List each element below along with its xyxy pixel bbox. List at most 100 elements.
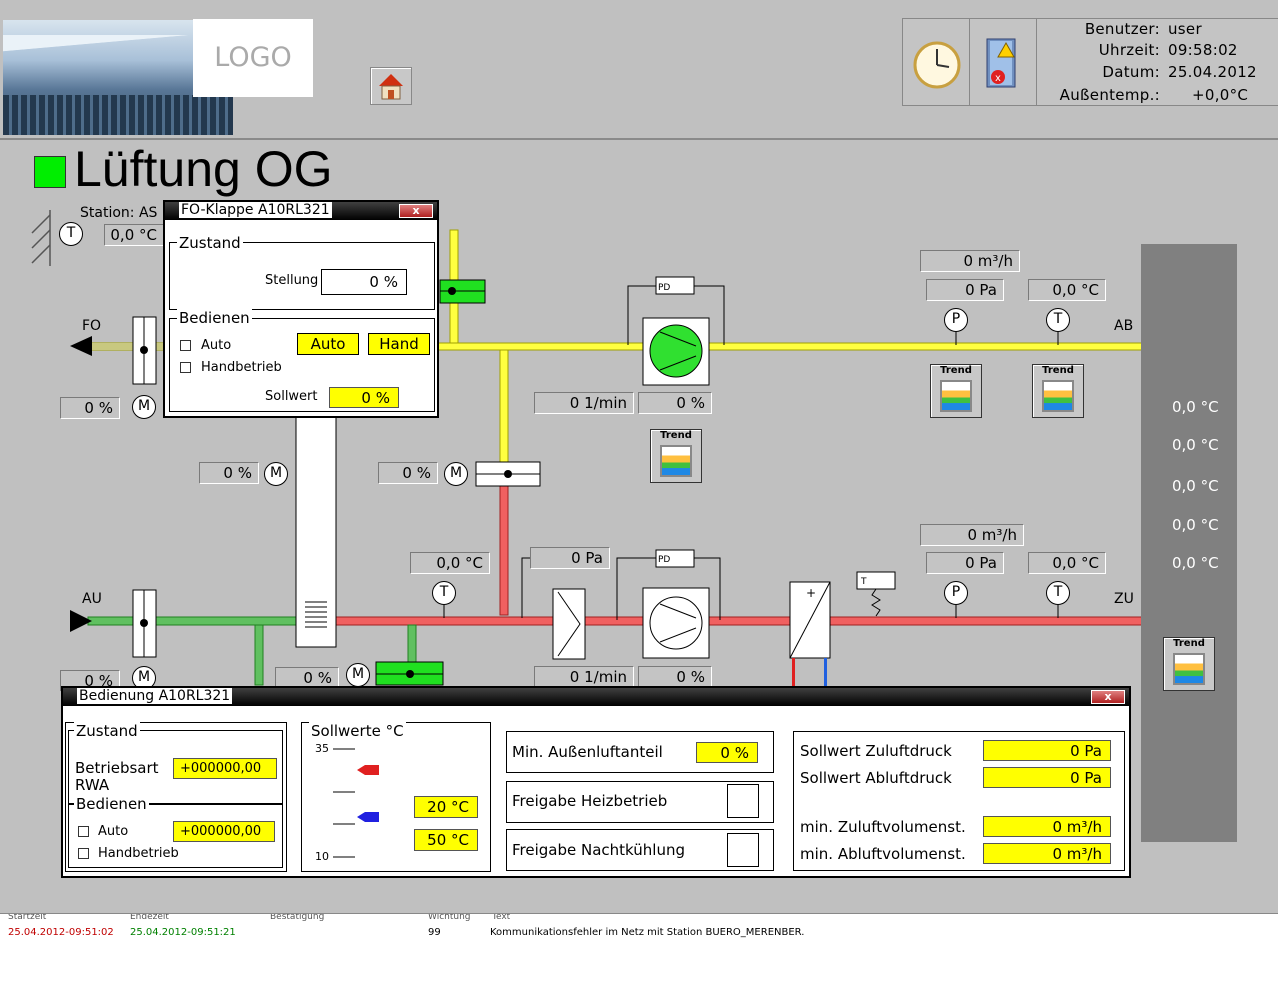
clock-icon — [913, 41, 961, 89]
bedienen-group — [68, 804, 283, 868]
side-temp-5: 0,0 °C — [1172, 554, 1219, 572]
min-ab-input[interactable]: 0 m³/h — [983, 843, 1111, 864]
handbetrieb-checkbox[interactable] — [180, 362, 191, 373]
temp-sensor-fo[interactable]: T — [59, 222, 83, 246]
ab-label: AB — [1114, 318, 1134, 334]
header-bar: LOGO x Benutzer: user Uhrzeit: 09:58:02 … — [0, 0, 1278, 140]
au-damper — [132, 589, 157, 658]
outside-air-duct — [87, 616, 299, 626]
zustand-group — [169, 242, 435, 310]
exhaust-fan-icon — [649, 324, 703, 378]
date-label: Datum: — [1102, 63, 1160, 81]
setpoint-1-input[interactable]: 20 °C — [414, 796, 478, 818]
side-temp-3: 0,0 °C — [1172, 477, 1219, 495]
fo-damper-value: 0 % — [60, 397, 120, 419]
sollwerte-label: Sollwerte °C — [309, 722, 406, 740]
alarm-list: Startzeit Endezeit Bestätigung Wichtung … — [0, 913, 1278, 990]
rwa-label: RWA — [75, 776, 110, 794]
zu-label: ZU — [1114, 591, 1134, 607]
svg-text:+: + — [806, 586, 816, 600]
schematic-diagram: PD PD + T — [31, 210, 1237, 842]
ab-fan-pct-value: 0 % — [638, 392, 712, 414]
recirc-duct-bottom — [499, 484, 509, 616]
min-zu-label: min. Zuluftvolumenst. — [800, 818, 966, 836]
auto-label: Auto — [98, 824, 129, 839]
fo-arrow — [70, 336, 92, 356]
auto-checkbox[interactable] — [180, 340, 191, 351]
bypass-motor[interactable]: M — [346, 663, 370, 687]
alarm-end: 25.04.2012-09:51:21 — [130, 927, 236, 938]
zu-temp-value: 0,0 °C — [1028, 552, 1106, 574]
druck-frame — [793, 731, 1125, 871]
auto-value-input[interactable]: +000000,00 — [173, 821, 275, 842]
fo-damper-motor[interactable]: M — [132, 395, 156, 419]
page-title: Lüftung OG — [74, 141, 333, 197]
damper-mid-left-motor[interactable]: M — [264, 462, 288, 486]
supply-duct — [319, 616, 1157, 626]
logo: LOGO — [193, 19, 313, 97]
sw-abluft-input[interactable]: 0 Pa — [983, 767, 1111, 788]
trend-button-ab-pressure[interactable]: Trend — [930, 364, 982, 418]
ab-pressure-value: 0 Pa — [926, 279, 1004, 301]
bedienen-group — [169, 318, 435, 412]
damper-mid-motor[interactable]: M — [444, 462, 468, 486]
sollwert-label: Sollwert — [265, 389, 318, 404]
ab-temp-sensor[interactable]: T — [1046, 308, 1070, 332]
alarm-log-button[interactable]: x — [969, 18, 1037, 106]
svg-text:x: x — [995, 73, 1001, 84]
heat-recovery-unit — [295, 414, 337, 648]
clock-button[interactable] — [902, 18, 970, 106]
dialog-title: FO-Klappe A10RL321 — [179, 202, 332, 218]
close-button[interactable]: x — [1091, 690, 1125, 704]
hand-button[interactable]: Hand — [368, 333, 430, 355]
trend-button-side[interactable]: Trend — [1163, 637, 1215, 691]
min-zu-input[interactable]: 0 m³/h — [983, 816, 1111, 837]
zu-temp-sensor[interactable]: T — [1046, 581, 1070, 605]
col-wichtung[interactable]: Wichtung — [428, 914, 471, 922]
min-aussen-input[interactable]: 0 % — [696, 742, 758, 763]
ab-pressure-sensor[interactable]: P — [944, 308, 968, 332]
svg-text:T: T — [860, 577, 867, 587]
zustand-frame — [65, 722, 287, 872]
handbetrieb-label: Handbetrieb — [98, 846, 179, 861]
damper-mid-value: 0 % — [378, 462, 438, 484]
close-button[interactable]: x — [399, 204, 433, 218]
station-label: Station: AS — [80, 205, 158, 221]
setpoint-2-input[interactable]: 50 °C — [414, 829, 478, 851]
user-label: Benutzer: — [1084, 20, 1160, 38]
col-text[interactable]: Text — [492, 914, 511, 922]
trend-button-ab-temp[interactable]: Trend — [1032, 364, 1084, 418]
trend-label: Trend — [1042, 365, 1074, 376]
handbetrieb-label: Handbetrieb — [201, 360, 282, 375]
sollwert-input[interactable]: 0 % — [329, 387, 399, 408]
freigabe-nacht-frame — [506, 829, 774, 871]
freigabe-heiz-toggle[interactable] — [727, 784, 759, 818]
home-button[interactable] — [370, 67, 412, 105]
date-value: 25.04.2012 — [1168, 63, 1257, 81]
auto-checkbox[interactable] — [78, 826, 89, 837]
zu-pressure-value: 0 Pa — [926, 552, 1004, 574]
col-endezeit[interactable]: Endezeit — [130, 914, 169, 922]
betriebsart-value: +000000,00 — [173, 758, 277, 779]
freigabe-heiz-frame — [506, 781, 774, 823]
scale-max-label: 35 — [315, 742, 329, 755]
zu-pressure-sensor[interactable]: P — [944, 581, 968, 605]
alarm-row[interactable]: 25.04.2012-09:51:02 25.04.2012-09:51:21 … — [0, 927, 1278, 943]
setpoint-scale — [333, 748, 379, 858]
handbetrieb-checkbox[interactable] — [78, 848, 89, 859]
col-bestaetigung[interactable]: Bestätigung — [270, 914, 325, 922]
bedienen-label: Bedienen — [74, 795, 149, 813]
cooling-setpoint-marker — [357, 812, 379, 822]
mid-temp-sensor[interactable]: T — [432, 581, 456, 605]
stellung-value: 0 % — [321, 269, 407, 295]
trend-button-fan[interactable]: Trend — [650, 429, 702, 483]
status-indicator — [34, 156, 66, 188]
freigabe-nacht-toggle[interactable] — [727, 833, 759, 867]
auto-button[interactable]: Auto — [297, 333, 359, 355]
ab-fan-speed-value: 0 1/min — [534, 392, 634, 414]
col-startzeit[interactable]: Startzeit — [8, 914, 47, 922]
sw-zuluft-input[interactable]: 0 Pa — [983, 740, 1111, 761]
alarm-start: 25.04.2012-09:51:02 — [8, 927, 114, 938]
